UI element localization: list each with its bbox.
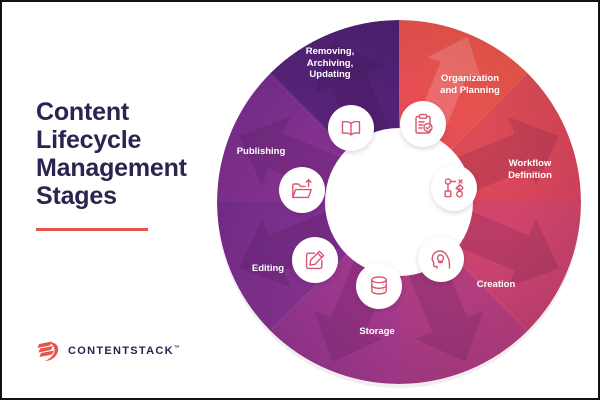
accent-rule — [36, 228, 148, 231]
logo-wordmark: CONTENTSTACK™ — [68, 345, 180, 357]
contentstack-s-mark-icon — [36, 340, 60, 362]
open-book-icon — [339, 116, 363, 140]
page-title: Content Lifecycle Management Stages — [36, 98, 187, 210]
left-panel: Content Lifecycle Management Stages — [36, 98, 216, 231]
clipboard-check-icon — [411, 112, 435, 136]
icon-bubble-storage[interactable] — [356, 263, 402, 309]
icon-bubble-editing[interactable] — [292, 237, 338, 283]
workflow-nodes-icon — [442, 176, 466, 200]
wheel-graphic — [217, 20, 581, 388]
icon-bubble-creation[interactable] — [418, 236, 464, 282]
logo-wordmark-text: CONTENTSTACK — [68, 345, 174, 357]
head-lightbulb-icon — [429, 247, 453, 271]
content-lifecycle-wheel: Organization and Planning Workflow Defin… — [210, 13, 588, 391]
icon-bubble-publishing[interactable] — [279, 167, 325, 213]
icon-bubble-workflow-definition[interactable] — [431, 165, 477, 211]
contentstack-logo: CONTENTSTACK™ — [36, 340, 180, 362]
icon-bubble-organization-and-planning[interactable] — [400, 101, 446, 147]
database-icon — [367, 274, 391, 298]
folder-upload-icon — [290, 178, 314, 202]
logo-trademark: ™ — [173, 345, 180, 352]
edit-pencil-square-icon — [303, 248, 327, 272]
icon-bubble-removing-archiving-updating[interactable] — [328, 105, 374, 151]
